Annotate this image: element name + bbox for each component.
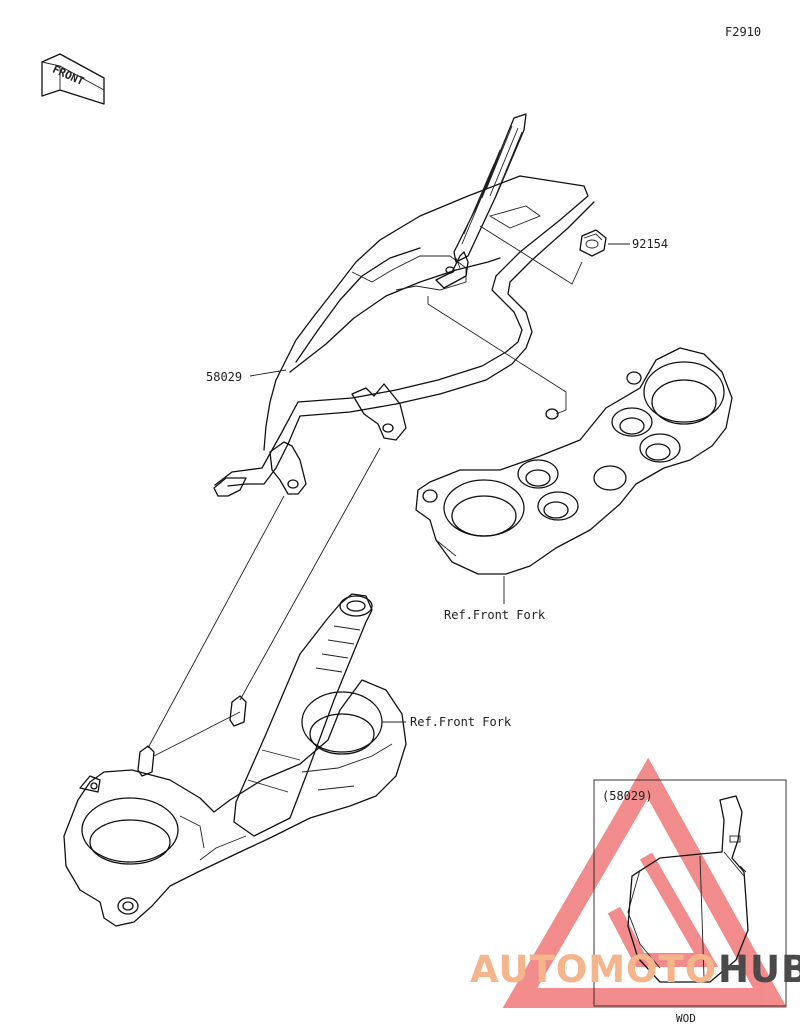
assembly-guide-lines: [147, 225, 583, 757]
leader-58029: [249, 369, 287, 377]
inset-caption: WOD: [676, 1012, 696, 1025]
watermark-text-a: AUTOMOTO: [470, 948, 717, 991]
watermark-logo-icon: [502, 757, 787, 1008]
part-number-92154: 92154: [632, 237, 668, 251]
watermark-text-b: HUB: [718, 948, 800, 991]
upper-triple-clamp-illustration: [415, 347, 733, 575]
front-badge-label: FRONT: [51, 63, 87, 88]
watermark-text: AUTOMOTO HUB: [470, 948, 800, 991]
front-direction-badge: FRONT: [41, 53, 105, 105]
bolt-92154-illustration: [579, 229, 607, 257]
inset-box: (58029) WOD: [593, 779, 787, 1025]
figure-code: F2910: [725, 25, 761, 39]
ref-front-fork-upper: Ref.Front Fork: [444, 608, 546, 622]
part-number-58029: 58029: [206, 370, 242, 384]
watermark-triangle-outer: [502, 757, 787, 1008]
watermark-triangle-inner: [607, 852, 719, 967]
bracket-58029-illustration: [213, 113, 595, 497]
inset-part-ref: (58029): [602, 789, 653, 803]
lower-triple-clamp-illustration: [63, 593, 407, 927]
ref-front-fork-lower: Ref.Front Fork: [410, 715, 512, 729]
